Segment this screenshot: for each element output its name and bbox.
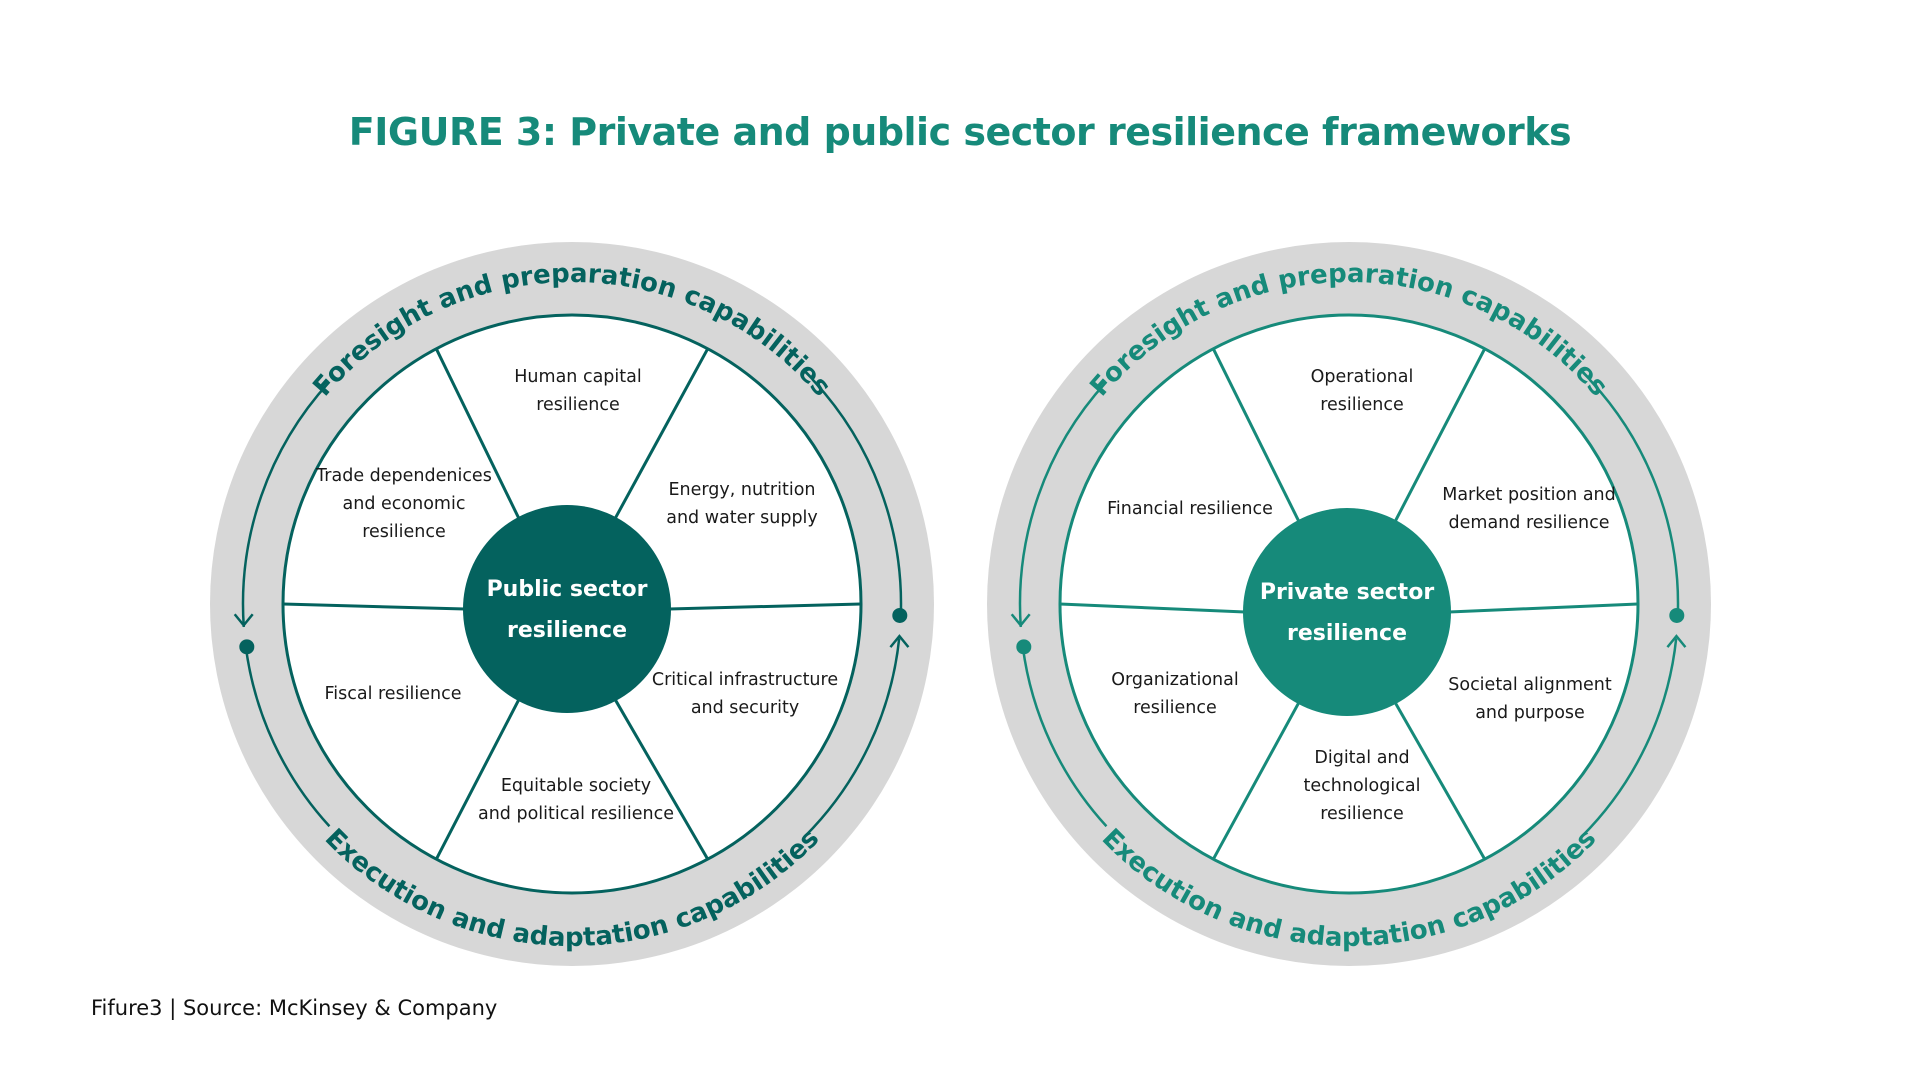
cycle-dot-left (239, 639, 255, 655)
wheel-spoke (434, 698, 521, 860)
wheel-spoke (282, 602, 466, 611)
wheel-spoke (1393, 701, 1486, 860)
figure-title: FIGURE 3: Private and public sector resi… (348, 110, 1572, 154)
right-lower-arc (803, 638, 901, 838)
right-lower-arc (1580, 638, 1678, 838)
left-upper-arc (241, 380, 331, 628)
wheel-spoke (434, 348, 521, 520)
figure-caption: Fifure3 | Source: McKinsey & Company (91, 996, 498, 1020)
hub-circle (463, 505, 671, 713)
hub-label: resilience (507, 618, 627, 643)
wheel-spoke (1448, 602, 1639, 614)
arrow-down-icon (1010, 613, 1031, 628)
wheel-spoke (1212, 701, 1301, 860)
wheel-spoke (1211, 348, 1301, 523)
arrow-up-icon (1666, 634, 1687, 648)
wheel-spoke (613, 698, 709, 860)
wheel-spoke (1059, 602, 1246, 614)
cycle-dot-left (1016, 639, 1032, 655)
hub-label: Public sector (487, 577, 648, 602)
segment-label-lower-left: Fiscal resilience (324, 684, 461, 704)
cycle-dot-right (1669, 607, 1685, 623)
left-upper-arc (1018, 380, 1108, 628)
arrow-up-icon (889, 634, 910, 648)
hub-label: resilience (1287, 621, 1407, 646)
arrow-down-icon (233, 613, 254, 628)
left-lower-arc (244, 646, 331, 828)
left-lower-arc (1021, 646, 1108, 828)
hub-label: Private sector (1260, 580, 1434, 605)
wheel-spoke (613, 348, 709, 520)
wheel-spoke (668, 602, 862, 611)
right-upper-arc (811, 378, 903, 616)
hub-circle (1243, 508, 1451, 716)
segment-label-upper-left: Financial resilience (1107, 499, 1273, 519)
wheel-spoke (1393, 348, 1487, 523)
right-upper-arc (1588, 378, 1680, 616)
cycle-dot-right (892, 607, 908, 623)
